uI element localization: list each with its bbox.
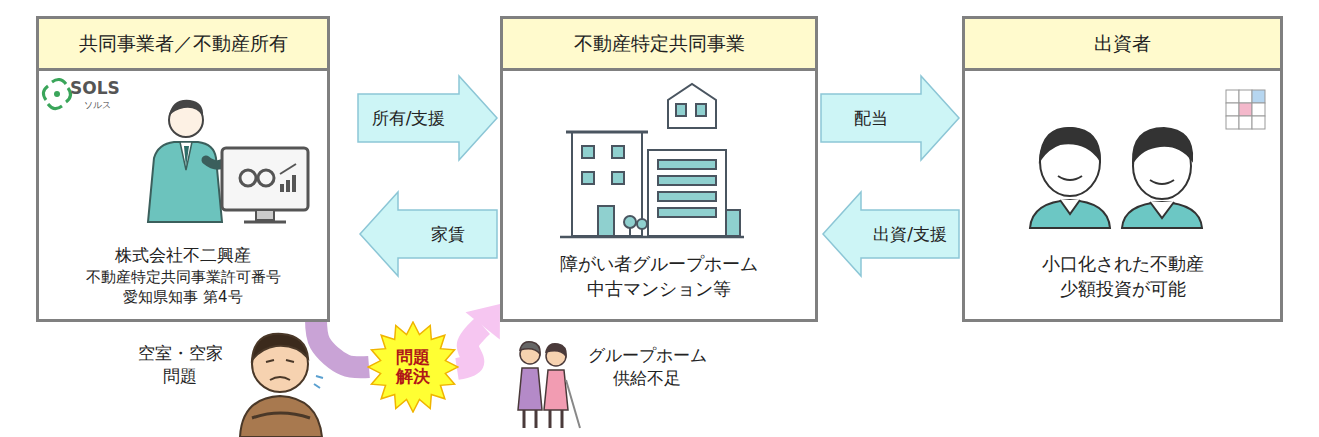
panel-box: 不動産特定共同事業障がい者グループホーム 中古マンション等 <box>500 16 818 322</box>
note-text: グループホーム 供給不足 <box>574 344 720 390</box>
logo-text: SOLS <box>70 78 160 98</box>
businessman-figure <box>148 100 308 222</box>
curved-arrow <box>457 304 500 369</box>
logo-subtext: ソルス <box>84 99 124 112</box>
two-women-figure <box>518 342 580 428</box>
panel-body: 株式会社不二興産不動産特定共同事業許可番号 愛知県知事 第4号 <box>39 244 327 307</box>
flow-arrow <box>823 192 959 276</box>
note-text: 空室・空家 問題 <box>130 342 230 388</box>
burst-text: 問題 解決 <box>393 348 434 385</box>
header-text: 出資者 <box>1094 31 1151 57</box>
panel-box: 出資者小口化された不動産 少額投資が可能 <box>962 16 1283 322</box>
arrow-label: 配当 <box>850 107 892 130</box>
panel-header: 出資者 <box>965 19 1280 71</box>
burst-text-box: 問題 解決 <box>367 321 459 413</box>
body-text: 小口化された不動産 少額投資が可能 <box>1023 252 1223 301</box>
panel-header: 不動産特定共同事業 <box>503 19 815 71</box>
body-text: 障がい者グループホーム 中古マンション等 <box>544 252 774 301</box>
buildings-figure <box>560 84 744 238</box>
arrow-label: 家賃 <box>427 223 469 246</box>
panel-header: 共同事業者／不動産所有 <box>39 19 327 71</box>
flow-arrow <box>358 76 497 160</box>
panel-body: 障がい者グループホーム 中古マンション等 <box>503 252 815 301</box>
body-text: 不動産特定共同事業許可番号 愛知県知事 第4号 <box>78 267 288 308</box>
body-text: 株式会社不二興産 <box>115 244 251 267</box>
curved-arrow <box>316 319 369 367</box>
header-text: 共同事業者／不動産所有 <box>79 31 288 57</box>
grid-icon <box>1226 90 1265 129</box>
logo-mark <box>43 79 70 108</box>
starburst: 問題 解決 <box>367 321 459 413</box>
flow-arrow <box>821 76 959 160</box>
header-text: 不動産特定共同事業 <box>574 31 745 57</box>
investors-figure <box>1030 128 1202 228</box>
worried-man-figure <box>240 334 323 437</box>
arrow-label: 所有/支援 <box>368 107 450 130</box>
arrow-label: 出資/支援 <box>869 223 951 246</box>
panel-box: 共同事業者／不動産所有株式会社不二興産不動産特定共同事業許可番号 愛知県知事 第… <box>36 16 330 322</box>
flow-arrow <box>360 192 497 276</box>
panel-body: 小口化された不動産 少額投資が可能 <box>965 252 1280 301</box>
